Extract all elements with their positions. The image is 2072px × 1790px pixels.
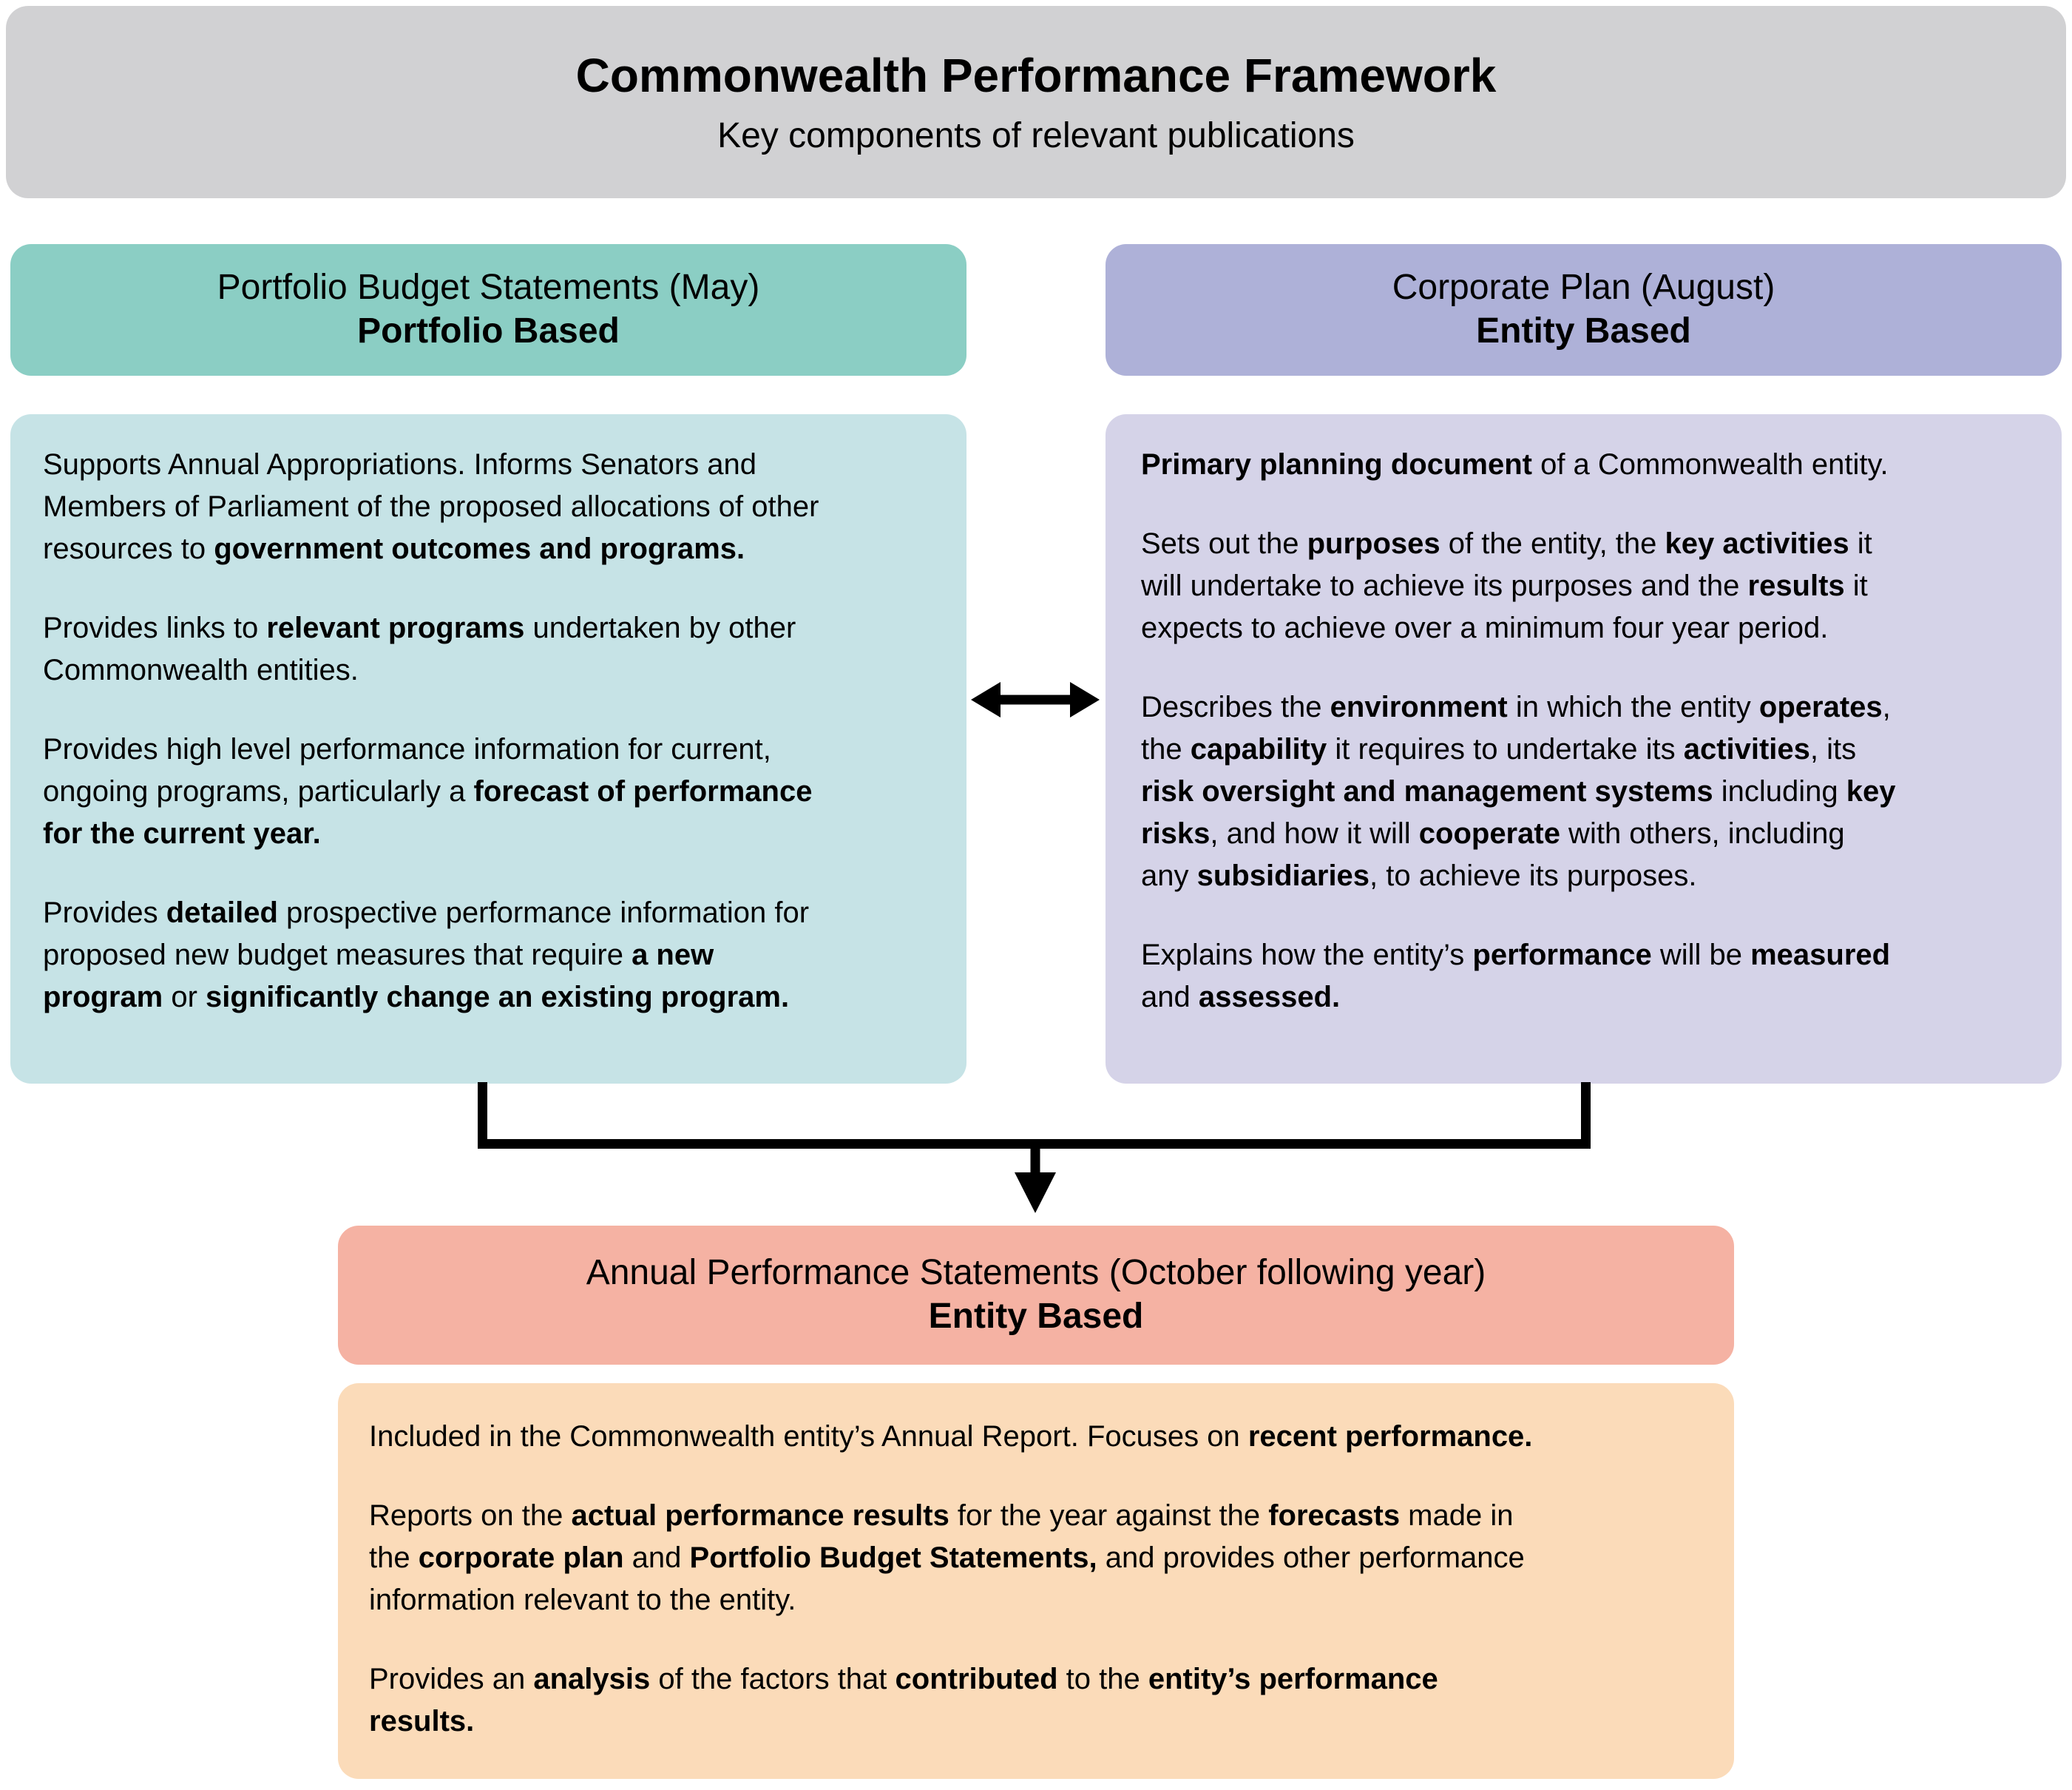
- exchange-arrow-icon: [971, 682, 1100, 717]
- aps-header: Annual Performance Statements (October f…: [338, 1226, 1734, 1365]
- cp-header-basis: Entity Based: [1476, 311, 1691, 351]
- connector-right-drop-line: [1581, 1082, 1591, 1149]
- banner-title: Commonwealth Performance Framework: [575, 48, 1497, 102]
- aps-paragraph-2: Reports on the actual performance result…: [369, 1499, 1525, 1616]
- pbs-header-title: Portfolio Budget Statements (May): [217, 268, 760, 308]
- cp-header-title: Corporate Plan (August): [1392, 268, 1775, 308]
- banner-subtitle: Key components of relevant publications: [717, 115, 1355, 155]
- pbs-header: Portfolio Budget Statements (May) Portfo…: [10, 244, 966, 376]
- cp-header: Corporate Plan (August) Entity Based: [1106, 244, 2062, 376]
- aps-paragraph-3: Provides an analysis of the factors that…: [369, 1663, 1438, 1737]
- aps-paragraph-1: Included in the Commonwealth entity’s An…: [369, 1420, 1533, 1453]
- pbs-body-panel: Supports Annual Appropriations. Informs …: [10, 414, 966, 1084]
- framework-banner: Commonwealth Performance Framework Key c…: [6, 6, 2066, 198]
- aps-body-panel: Included in the Commonwealth entity’s An…: [338, 1383, 1734, 1779]
- cp-paragraph-1: Primary planning document of a Commonwea…: [1141, 448, 1889, 481]
- cp-body-panel: Primary planning document of a Commonwea…: [1106, 414, 2062, 1084]
- pbs-paragraph-4: Provides detailed prospective performanc…: [43, 896, 810, 1013]
- cp-paragraph-3: Describes the environment in which the e…: [1141, 691, 1896, 892]
- exchange-arrow-shaft: [998, 695, 1073, 705]
- pbs-paragraph-1: Supports Annual Appropriations. Informs …: [43, 448, 819, 565]
- aps-header-title: Annual Performance Statements (October f…: [586, 1253, 1486, 1293]
- pbs-paragraph-3: Provides high level performance informat…: [43, 733, 813, 850]
- cp-paragraph-4: Explains how the entity’s performance wi…: [1141, 939, 1891, 1013]
- aps-header-basis: Entity Based: [928, 1297, 1144, 1336]
- exchange-arrow-right-head: [1070, 682, 1100, 717]
- cp-paragraph-2: Sets out the purposes of the entity, the…: [1141, 527, 1872, 644]
- connector-left-drop-line: [478, 1082, 487, 1149]
- pbs-paragraph-2: Provides links to relevant programs unde…: [43, 612, 796, 686]
- exchange-arrow-left-head: [971, 682, 1001, 717]
- down-arrow-icon: [1015, 1172, 1056, 1213]
- connector-horizontal-bar: [478, 1139, 1591, 1149]
- pbs-header-basis: Portfolio Based: [357, 311, 620, 351]
- down-arrow-shaft: [1030, 1149, 1040, 1175]
- connector-lines: [478, 1082, 1591, 1213]
